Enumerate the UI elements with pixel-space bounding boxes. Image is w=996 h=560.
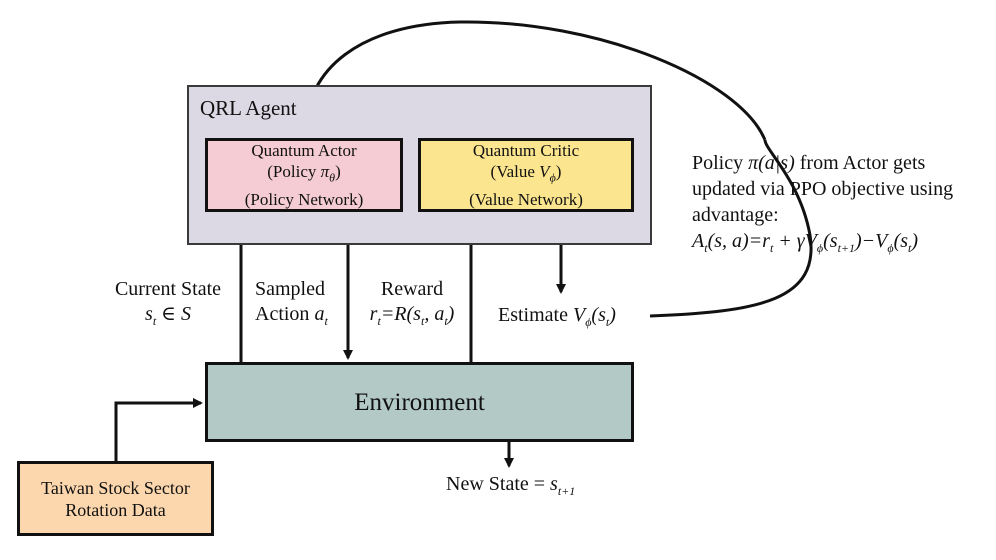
agent-title: QRL Agent (200, 96, 297, 120)
quantum-critic-box: Quantum Critic (Value Vϕ) (Value Network… (418, 138, 634, 212)
critic-network-label: (Value Network) (469, 189, 583, 209)
critic-value-label: (Value Vϕ) (490, 162, 562, 185)
actor-title: Quantum Actor (251, 141, 357, 161)
quantum-actor-box: Quantum Actor (Policy πθ) (Policy Networ… (205, 138, 403, 212)
estimate-label: Estimate Vϕ(st) (498, 304, 616, 329)
data-source-line1: Taiwan Stock Sector (41, 477, 190, 498)
environment-box: Environment (205, 362, 634, 442)
data-source-line2: Rotation Data (65, 499, 166, 520)
sampled-action-label: Sampled Action at (255, 278, 328, 328)
policy-note-line2: updated via PPO objective using (692, 178, 954, 200)
new-state-label: New State = st+1 (446, 473, 576, 498)
environment-label: Environment (354, 388, 485, 416)
actor-network-label: (Policy Network) (244, 189, 364, 209)
advantage-feedback-curve (649, 139, 813, 318)
actor-policy-label: (Policy πθ) (267, 162, 341, 185)
policy-note-line1: Policy π(a|s) from Actor gets (692, 152, 926, 174)
advantage-formula: At(s, a)=rt + γVϕ(st+1)−Vϕ(st) (692, 230, 919, 255)
policy-update-note: Policy π(a|s) from Actor gets updated vi… (692, 150, 953, 261)
policy-update-curve (300, 20, 767, 141)
critic-title: Quantum Critic (472, 141, 580, 161)
reward-label: Reward rt=R(st, at) (369, 278, 455, 328)
data-feed-arrow (114, 398, 203, 461)
current-state-label: Current State st ∈ S (114, 278, 222, 328)
policy-note-line3: advantage: (692, 204, 779, 226)
data-source-box: Taiwan Stock Sector Rotation Data (17, 461, 214, 536)
